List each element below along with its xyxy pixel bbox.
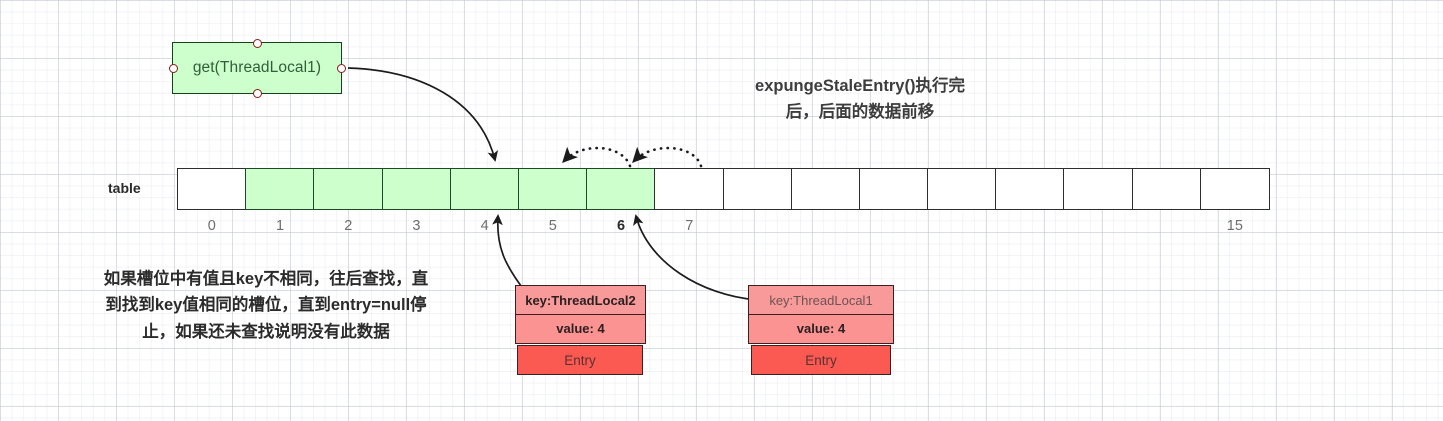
table-slot-11[interactable] bbox=[927, 168, 997, 210]
entry-footer-row: Entry bbox=[751, 345, 891, 375]
table-slot-2[interactable] bbox=[313, 168, 384, 210]
table-index-label-4: 4 bbox=[480, 218, 489, 234]
entry-threadlocal2[interactable]: key:ThreadLocal2 value: 4 Entry bbox=[515, 285, 646, 375]
table-slot-10[interactable] bbox=[858, 168, 929, 210]
table-index-label-3: 3 bbox=[412, 218, 421, 234]
connector-port-top-icon[interactable] bbox=[252, 38, 262, 48]
table-slot-8[interactable] bbox=[722, 168, 793, 210]
table-index-label-5: 5 bbox=[548, 218, 557, 234]
entry-value-row: value: 4 bbox=[748, 313, 894, 344]
table-index-label-2: 2 bbox=[344, 218, 353, 234]
entry-key-label: key:ThreadLocal1 bbox=[769, 292, 873, 308]
table-index-label-1: 1 bbox=[275, 218, 285, 234]
note-line-2: 到找到key值相同的槽位，直到entry=null停 bbox=[105, 296, 427, 315]
table-slots bbox=[177, 168, 1270, 210]
connector-port-left-icon[interactable] bbox=[168, 63, 178, 73]
get-box-label: get(ThreadLocal1) bbox=[192, 59, 322, 76]
search-rule-note: 如果槽位中有值且key不相同，往后查找，直 到找到key值相同的槽位，直到ent… bbox=[48, 266, 484, 345]
table-slot-6[interactable] bbox=[586, 168, 656, 210]
table-slot-7[interactable] bbox=[654, 168, 724, 210]
connector-get-to-slot4 bbox=[347, 67, 499, 162]
connector-shift-6-to-5 bbox=[562, 146, 632, 168]
get-threadlocal-box[interactable]: get(ThreadLocal1) bbox=[168, 38, 346, 98]
table-slot-5[interactable] bbox=[517, 168, 588, 210]
table-slot-0[interactable] bbox=[177, 168, 247, 210]
table-slot-12[interactable] bbox=[995, 168, 1065, 210]
table-index-label-0: 0 bbox=[207, 218, 216, 234]
headline-line-2: 后，后面的数据前移 bbox=[785, 102, 935, 121]
table-slot-13[interactable] bbox=[1063, 168, 1134, 210]
entry-footer-row: Entry bbox=[517, 345, 643, 375]
table-slot-14[interactable] bbox=[1131, 168, 1202, 210]
table-index-label-15: 15 bbox=[1226, 218, 1243, 234]
headline-text: expungeStaleEntry()执行完 后，后面的数据前移 bbox=[700, 74, 1020, 125]
entry-key-label: key:ThreadLocal2 bbox=[525, 292, 636, 308]
connector-port-right-icon[interactable] bbox=[336, 63, 346, 73]
table-slot-1[interactable] bbox=[245, 168, 315, 210]
table-slot-9[interactable] bbox=[790, 168, 861, 210]
entry-key-row: key:ThreadLocal2 bbox=[515, 285, 646, 315]
entry-value-label: value: 4 bbox=[796, 321, 846, 336]
table-slot-15[interactable] bbox=[1199, 168, 1270, 210]
table-label: table bbox=[108, 180, 141, 196]
connector-port-bottom-icon[interactable] bbox=[252, 88, 262, 98]
note-line-1: 如果槽位中有值且key不相同，往后查找，直 bbox=[103, 270, 429, 288]
entry-threadlocal1[interactable]: key:ThreadLocal1 value: 4 Entry bbox=[748, 285, 894, 375]
entry-value-label: value: 4 bbox=[556, 321, 605, 336]
table-index-label-7: 7 bbox=[685, 218, 694, 234]
table-index-label-6: 6 bbox=[616, 218, 626, 234]
table-slot-4[interactable] bbox=[449, 168, 520, 210]
entry-value-row: value: 4 bbox=[515, 313, 646, 344]
entry-key-row: key:ThreadLocal1 bbox=[748, 285, 894, 315]
note-line-3: 止，如果还未查找说明没有此数据 bbox=[142, 322, 390, 341]
connector-shift-7-to-6 bbox=[632, 146, 703, 168]
headline-line-1: expungeStaleEntry()执行完 bbox=[755, 77, 965, 95]
table-slot-3[interactable] bbox=[381, 168, 452, 210]
